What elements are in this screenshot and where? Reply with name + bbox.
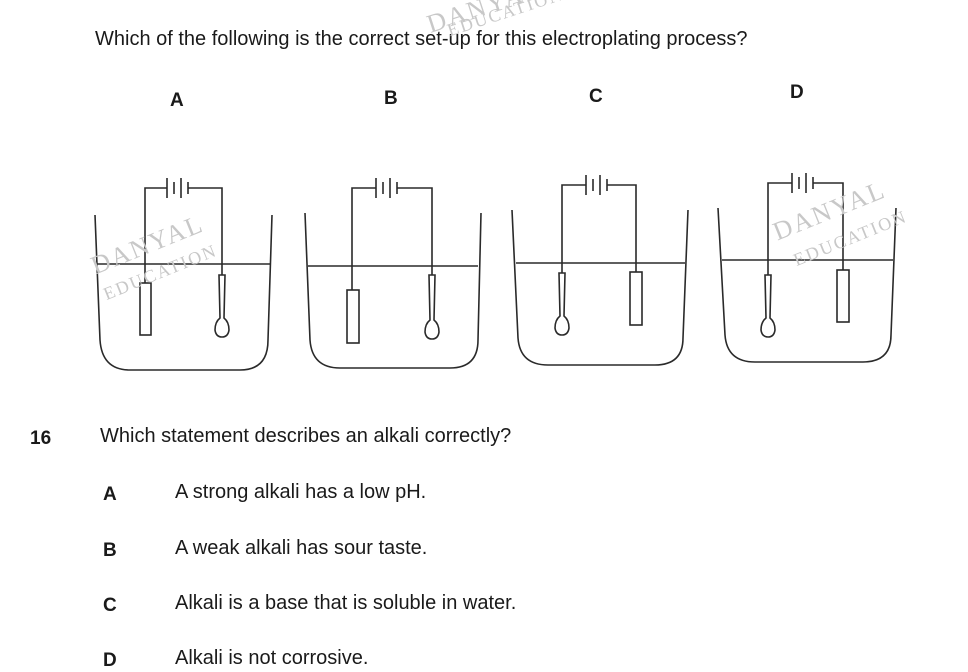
setup-b-diagram — [304, 178, 482, 369]
option-c-letter: C — [103, 595, 117, 616]
option-b-text: A weak alkali has sour taste. — [175, 537, 428, 559]
setup-label-b: B — [384, 88, 398, 109]
setup-label-d: D — [790, 82, 804, 103]
setup-d-diagram — [717, 173, 897, 363]
question-15-prompt: Which of the following is the correct se… — [95, 28, 748, 50]
option-c-text: Alkali is a base that is soluble in wate… — [175, 592, 517, 614]
option-a-text: A strong alkali has a low pH. — [175, 481, 427, 503]
option-d-letter: D — [103, 650, 117, 671]
setup-c-diagram — [511, 175, 689, 366]
option-a-letter: A — [103, 484, 117, 505]
question-16-number: 16 — [30, 428, 52, 449]
question-16-prompt: Which statement describes an alkali corr… — [100, 425, 512, 447]
option-d-text: Alkali is not corrosive. — [175, 647, 369, 669]
setup-a-diagram — [94, 178, 273, 371]
setup-label-c: C — [589, 86, 603, 107]
electroplating-diagrams — [94, 173, 897, 371]
setup-label-a: A — [170, 90, 184, 111]
option-b-letter: B — [103, 540, 117, 561]
